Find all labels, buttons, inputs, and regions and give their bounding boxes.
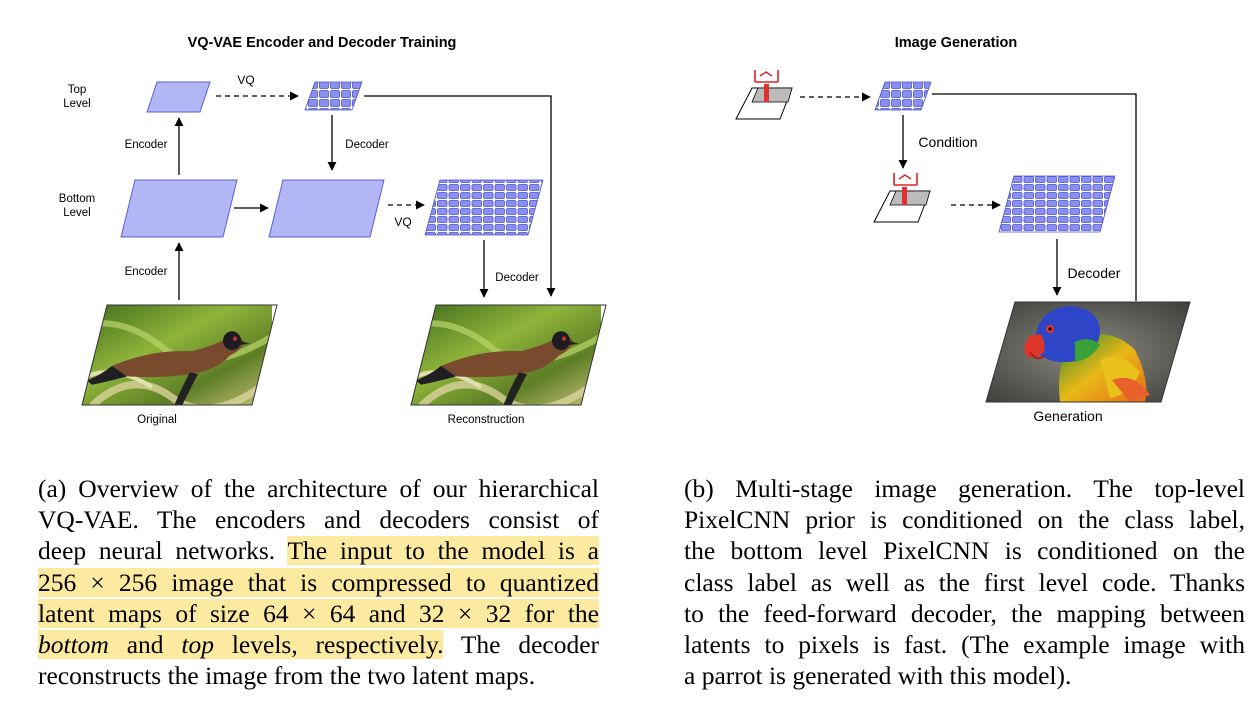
caption-b-line-6: latents to pixels is fast. (The example … [684,630,1245,660]
caption-a-line-6: bottom and top levels, respectively. The… [38,629,599,660]
caption-b-line-4: class label as well as the first level c… [684,567,1245,597]
caption-a-line-2: VQ-VAE. The encoders and decoders consis… [38,505,599,535]
top-to-reconstruction-arrow [364,95,556,297]
caption-b-line-5: to the feed-forward decoder, the mapping… [684,598,1245,628]
decoder-upper-label: Decoder [345,139,389,151]
top-level-label-2: Level [63,98,91,110]
caption-a-bottom-italic: bottom [38,630,109,660]
bottom-quantized-grid [424,179,544,236]
caption-a-line-7: reconstructs the image from the two late… [38,661,536,691]
b-decoder-label: Decoder [1068,265,1121,281]
encoder-lower-label: Encoder [125,266,168,278]
bottom-level-label-1: Bottom [59,193,95,205]
caption-b: (b) Multi-stage image generation. The to… [684,473,1245,691]
panel-a-title: VQ-VAE Encoder and Decoder Training [188,35,457,51]
reconstruction-image [410,304,607,406]
bottom-latent-encoder [120,179,238,238]
diagram-svg: VQ-VAE Encoder and Decoder Training Top … [59,35,1191,426]
caption-b-line-7: a parrot is generated with this model). [684,661,1072,691]
original-label: Original [137,414,177,426]
bottom-pixelcnn-icon [873,173,931,223]
encoder-upper-label: Encoder [125,139,168,151]
condition-label: Condition [918,134,977,150]
top-latent-encoder [146,81,211,113]
caption-a-line-1: (a) Overview of the architecture of our … [38,474,599,503]
caption-a-the-decoder: The decoder [460,630,600,660]
generation-image [985,301,1191,403]
bottom-latent-decoder [268,179,385,238]
bottom-level-label-2: Level [63,207,91,219]
caption-a-and: and [126,630,164,660]
top-level-label-1: Top [68,84,87,96]
panel-b-title: Image Generation [895,35,1017,51]
vq-bottom-label: VQ [394,215,411,229]
decoder-lower-label: Decoder [495,272,539,284]
caption-a-line-3b: The input to the model is a [287,536,599,566]
caption-a-line-4: 256 × 256 image that is compressed to qu… [38,567,599,598]
top-quantized-grid [304,81,363,111]
caption-a-line-4-text: 256 × 256 image that is compressed to qu… [38,567,599,597]
caption-a: (a) Overview of the architecture of our … [38,473,599,691]
caption-a-line-3: deep neural networks. The input to the m… [38,535,599,566]
generation-label: Generation [1033,408,1102,424]
caption-a-line-3a: deep neural networks. [38,536,276,566]
reconstruction-label: Reconstruction [448,414,525,426]
top-pixelcnn-icon [735,70,793,120]
original-image [81,304,278,406]
b-bottom-grid [998,175,1116,233]
caption-a-line-5-text: latent maps of size 64 × 64 and 32 × 32 … [38,598,599,628]
caption-a-top-italic: top [181,630,214,660]
caption-b-line-3: the bottom level PixelCNN is conditioned… [684,536,1245,566]
b-top-grid [874,81,932,111]
vq-top-label: VQ [237,73,254,87]
b-top-to-generation-line [932,93,1137,301]
caption-a-line-5: latent maps of size 64 × 64 and 32 × 32 … [38,598,599,629]
caption-a-levels: levels, respectively. [231,630,444,660]
caption-b-line-1: (b) Multi-stage image generation. The to… [684,474,1245,503]
caption-b-line-2: PixelCNN prior is conditioned on the cla… [684,505,1245,535]
